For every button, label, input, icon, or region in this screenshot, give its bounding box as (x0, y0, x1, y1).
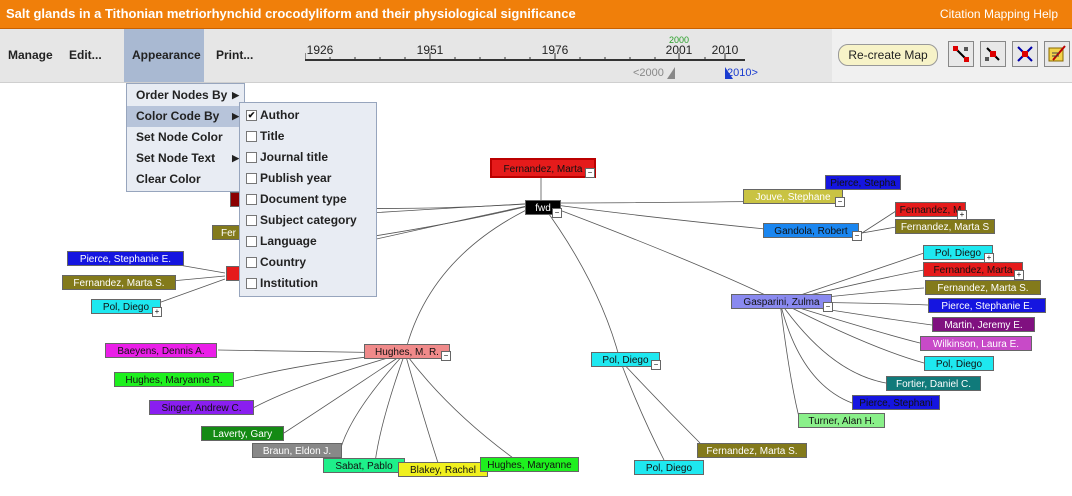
map-node[interactable]: Hughes, Maryanne R. (114, 372, 234, 387)
help-link[interactable]: Citation Mapping Help (939, 7, 1058, 21)
map-node[interactable]: Pol, Diego (591, 352, 660, 367)
map-node[interactable]: Fernandez, Marta S. (697, 443, 807, 458)
map-node[interactable]: Pol, Diego (923, 245, 993, 260)
menu-item-color-code-by[interactable]: Color Code By▶ (127, 106, 244, 127)
timeline-low-handle-icon[interactable] (667, 67, 675, 79)
menu-item-clear-color[interactable]: Clear Color (136, 172, 201, 186)
map-node[interactable]: Pol, Diego (634, 460, 704, 475)
checkbox-icon[interactable] (246, 236, 257, 247)
menu-item-title[interactable]: Title (240, 126, 376, 147)
map-node[interactable]: Fernandez, Marta S. (925, 280, 1041, 295)
menu-item-publish-year[interactable]: Publish year (240, 168, 376, 189)
map-node[interactable]: Gasparini, Zulma (731, 294, 832, 309)
timeline-high-handle-icon[interactable] (725, 67, 733, 79)
toolbar: Manage Edit... Appearance Print... 1926 … (0, 29, 1072, 83)
map-node[interactable]: Wilkinson, Laura E. (920, 336, 1032, 351)
map-node[interactable]: Laverty, Gary (201, 426, 284, 441)
menu-item-document-type[interactable]: Document type (240, 189, 376, 210)
map-node[interactable]: Pol, Diego (924, 356, 994, 371)
timeline-year-label: 1951 (416, 43, 444, 57)
layout-network-icon[interactable] (1012, 41, 1038, 67)
map-node[interactable]: Fernandez, Marta S (895, 219, 995, 234)
manage-menu[interactable]: Manage (8, 48, 53, 62)
timeline-high-value: 2010> (727, 67, 758, 79)
timeline-slider[interactable]: 1926 1951 1976 2001 2010 2000 <2000 2010… (305, 29, 758, 82)
map-node[interactable]: Braun, Eldon J. (252, 443, 342, 458)
recreate-map-button[interactable]: Re-create Map (838, 44, 938, 66)
map-node[interactable]: Turner, Alan H. (798, 413, 885, 428)
timeline-axis (305, 59, 745, 61)
menu-item-language[interactable]: Language (240, 231, 376, 252)
timeline-low-value: <2000 (633, 67, 664, 79)
checkbox-icon[interactable] (246, 173, 257, 184)
map-tools-panel: Re-create Map (832, 29, 1072, 82)
color-code-submenu: ✔Author Title Journal title Publish year… (239, 102, 377, 297)
checkbox-icon[interactable] (246, 257, 257, 268)
map-node[interactable]: Fernandez, Marta S. (62, 275, 176, 290)
menu-item-set-node-color[interactable]: Set Node Color (136, 130, 223, 144)
map-node[interactable]: Fer (212, 225, 240, 240)
map-node[interactable]: Baeyens, Dennis A. (105, 343, 217, 358)
map-node[interactable]: Blakey, Rachel (398, 462, 488, 477)
submenu-arrow-icon: ▶ (232, 90, 239, 100)
menu-item-subject-category[interactable]: Subject category (240, 210, 376, 231)
menu-item-country[interactable]: Country (240, 252, 376, 273)
map-node[interactable]: Fernandez, M (895, 202, 966, 217)
expand-nodes-icon[interactable] (948, 41, 974, 67)
collapse-toggle-icon[interactable]: − (552, 208, 562, 218)
checkbox-checked-icon[interactable]: ✔ (246, 110, 257, 121)
submenu-arrow-icon: ▶ (232, 153, 239, 163)
edit-menu[interactable]: Edit... (69, 48, 102, 62)
collapse-nodes-icon[interactable] (980, 41, 1006, 67)
map-node[interactable]: Singer, Andrew C. (149, 400, 254, 415)
map-node[interactable]: Fernandez, Marta (923, 262, 1023, 277)
timeline-year-label: 1926 (306, 43, 334, 57)
map-node[interactable]: Pierce, Stephani (852, 395, 940, 410)
timeline-year-label: 1976 (541, 43, 569, 57)
map-node[interactable]: Fortier, Daniel C. (886, 376, 981, 391)
collapse-toggle-icon[interactable]: − (835, 197, 845, 207)
menu-item-set-node-text[interactable]: Set Node Text▶ (127, 148, 244, 169)
timeline-ticks (305, 53, 726, 61)
map-node[interactable]: Sabat, Pablo (323, 458, 405, 473)
expand-toggle-icon[interactable]: + (1014, 270, 1024, 280)
collapse-toggle-icon[interactable]: − (852, 231, 862, 241)
submenu-arrow-icon: ▶ (232, 111, 239, 121)
checkbox-icon[interactable] (246, 215, 257, 226)
title-bar: Salt glands in a Tithonian metriorhynchi… (0, 0, 1072, 29)
appearance-menu[interactable]: Appearance (124, 29, 204, 82)
checkbox-icon[interactable] (246, 194, 257, 205)
collapse-toggle-icon[interactable]: − (651, 360, 661, 370)
map-node[interactable]: Martin, Jeremy E. (932, 317, 1035, 332)
edit-map-icon[interactable] (1044, 41, 1070, 67)
map-node[interactable]: Jouve, Stephane (743, 189, 843, 204)
appearance-dropdown: Order Nodes By▶ Color Code By▶ Set Node … (126, 83, 245, 192)
collapse-toggle-icon[interactable]: − (823, 302, 833, 312)
map-node[interactable] (226, 266, 240, 281)
expand-toggle-icon[interactable]: + (152, 307, 162, 317)
collapse-toggle-icon[interactable]: − (585, 168, 595, 178)
map-node[interactable]: Pierce, Stepha (825, 175, 901, 190)
timeline-marker-label: 2000 (668, 35, 690, 45)
menu-item-order-nodes-by[interactable]: Order Nodes By▶ (127, 85, 244, 106)
menu-item-institution[interactable]: Institution (240, 273, 376, 294)
map-node[interactable]: Pierce, Stephanie E. (928, 298, 1046, 313)
map-node[interactable]: Gandola, Robert (763, 223, 859, 238)
map-node[interactable]: Hughes, M. R. (364, 344, 450, 359)
menu-item-author[interactable]: ✔Author (246, 108, 300, 122)
collapse-toggle-icon[interactable]: − (441, 351, 451, 361)
document-title: Salt glands in a Tithonian metriorhynchi… (6, 6, 576, 21)
menu-item-journal-title[interactable]: Journal title (240, 147, 376, 168)
map-node[interactable]: Pierce, Stephanie E. (67, 251, 184, 266)
timeline-year-label: 2010 (711, 43, 739, 57)
checkbox-icon[interactable] (246, 131, 257, 142)
print-menu[interactable]: Print... (216, 48, 254, 62)
checkbox-icon[interactable] (246, 278, 257, 289)
timeline-year-label: 2001 (665, 43, 693, 57)
map-node[interactable]: Hughes, Maryanne (480, 457, 579, 472)
map-node[interactable]: Fernandez, Marta (490, 158, 596, 178)
map-node[interactable]: Pol, Diego (91, 299, 161, 314)
checkbox-icon[interactable] (246, 152, 257, 163)
